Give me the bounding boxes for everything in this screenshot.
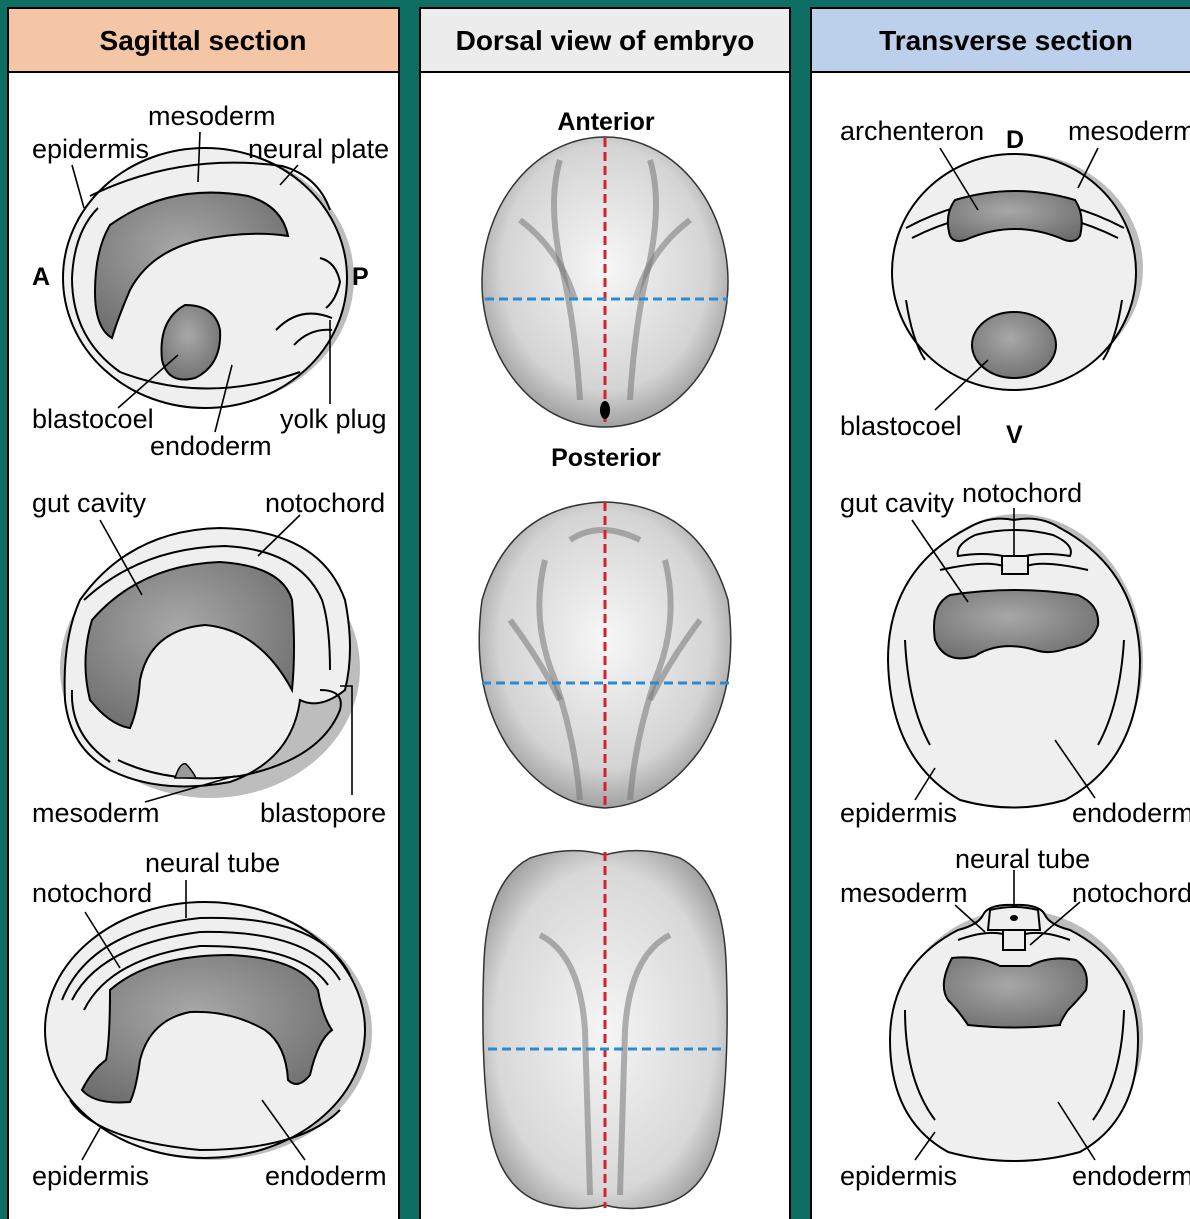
label-blastocoel: blastocoel xyxy=(32,404,154,434)
transverse-header: Transverse section xyxy=(879,25,1133,56)
dorsal-header: Dorsal view of embryo xyxy=(456,25,755,56)
label-epidermis: epidermis xyxy=(32,1161,149,1191)
label-endoderm: endoderm xyxy=(150,431,272,461)
label-gut-cavity: gut cavity xyxy=(840,488,955,518)
label-endoderm: endoderm xyxy=(1072,1161,1190,1191)
label-neural-tube: neural tube xyxy=(955,844,1090,874)
label-notochord: notochord xyxy=(265,488,385,518)
label-mesoderm: mesoderm xyxy=(148,101,276,131)
label-notochord: notochord xyxy=(962,478,1082,508)
dorsal-embryo-late xyxy=(483,851,727,1209)
label-epidermis: epidermis xyxy=(840,1161,957,1191)
label-posterior: Posterior xyxy=(551,444,661,472)
neural-canal xyxy=(1010,915,1018,921)
label-mesoderm: mesoderm xyxy=(32,798,160,828)
sagittal-section-early: mesoderm epidermis neural plate A P blas… xyxy=(32,101,389,461)
label-anterior: Anterior xyxy=(557,108,655,136)
label-notochord: notochord xyxy=(1072,878,1190,908)
label-blastocoel: blastocoel xyxy=(840,411,962,441)
label-anterior-a: A xyxy=(32,263,50,291)
label-mesoderm: mesoderm xyxy=(1068,116,1190,146)
label-neural-tube: neural tube xyxy=(145,848,280,878)
label-blastopore: blastopore xyxy=(260,798,386,828)
label-mesoderm: mesoderm xyxy=(840,878,968,908)
label-epidermis: epidermis xyxy=(32,134,149,164)
label-archenteron: archenteron xyxy=(840,116,984,146)
label-notochord: notochord xyxy=(32,878,152,908)
label-ventral-v: V xyxy=(1006,421,1023,449)
label-epidermis: epidermis xyxy=(840,798,957,828)
label-endoderm: endoderm xyxy=(265,1161,387,1191)
label-dorsal-d: D xyxy=(1006,126,1024,154)
label-endoderm: endoderm xyxy=(1072,798,1190,828)
label-gut-cavity: gut cavity xyxy=(32,488,147,518)
label-neural-plate: neural plate xyxy=(248,134,389,164)
sagittal-header: Sagittal section xyxy=(100,25,307,56)
label-yolk-plug: yolk plug xyxy=(280,404,387,434)
label-posterior-p: P xyxy=(352,263,369,291)
